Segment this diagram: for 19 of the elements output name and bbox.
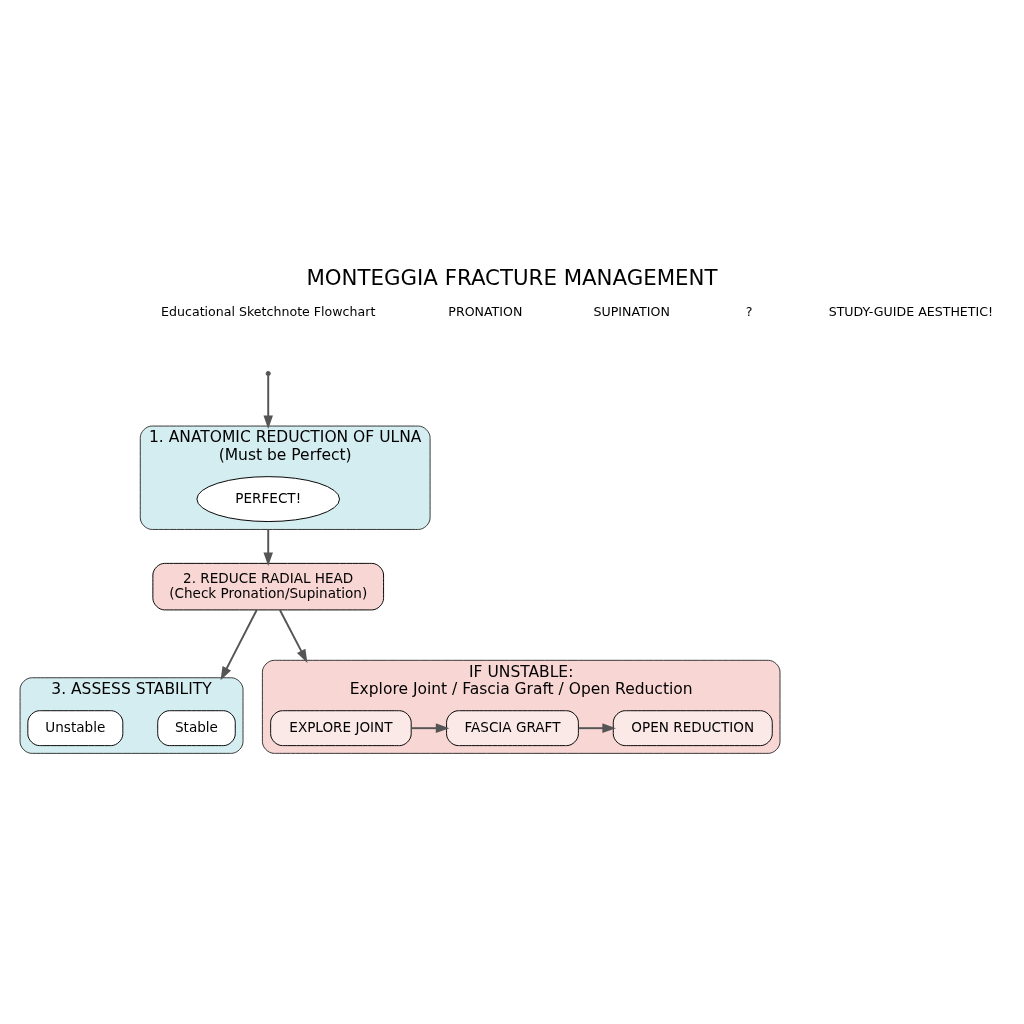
label: STUDY-GUIDE AESTHETIC! xyxy=(828,303,994,319)
node-box: OPEN REDUCTION xyxy=(612,709,773,746)
diagram-title: MONTEGGIA FRACTURE MANAGEMENT xyxy=(306,264,718,290)
node-box: Unstable xyxy=(27,709,124,746)
arrow xyxy=(278,608,308,663)
label: ? xyxy=(745,303,753,319)
arrow xyxy=(410,722,450,733)
arrow xyxy=(577,722,616,733)
node-box: FASCIA GRAFT xyxy=(446,709,579,746)
node-ellipse: PERFECT! xyxy=(196,475,341,522)
arrow xyxy=(220,608,258,680)
label: SUPINATION xyxy=(593,303,670,319)
arrow xyxy=(263,374,273,429)
arrow xyxy=(263,528,273,566)
node-box: EXPLORE JOINT xyxy=(270,709,412,746)
node-box: Stable xyxy=(157,709,236,746)
label: PRONATION xyxy=(448,303,523,319)
label: Educational Sketchnote Flowchart xyxy=(161,303,376,319)
node-box: 2. REDUCE RADIAL HEAD (Check Pronation/Supination) xyxy=(152,562,385,610)
